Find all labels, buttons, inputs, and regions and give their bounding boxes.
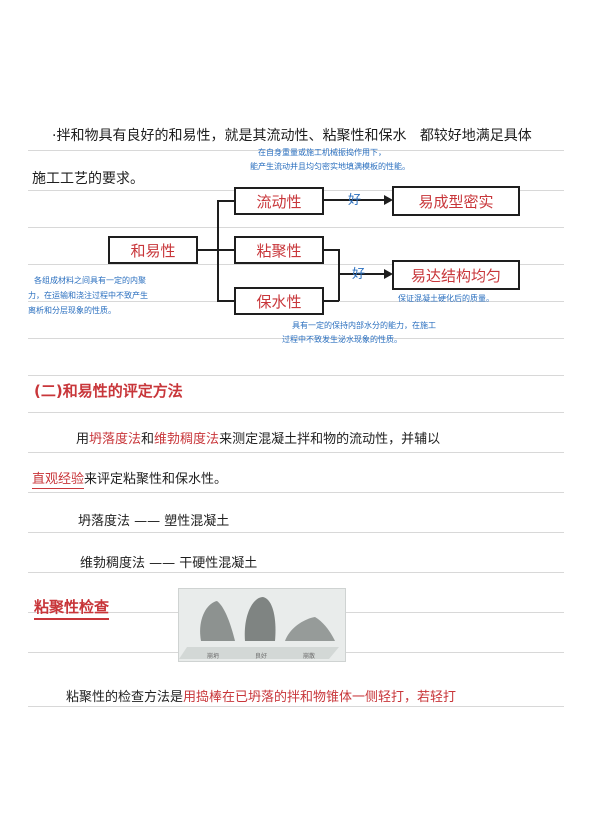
root-box-workability: 和易性 bbox=[108, 236, 198, 264]
p2-visual-experience: 直观经验 bbox=[32, 472, 85, 489]
intro-line-1: ·拌和物具有良好的和易性，就是其流动性、粘聚性和保水 都较好地满足具体 bbox=[52, 125, 532, 145]
photo-caption-3: 崩散 bbox=[303, 653, 316, 660]
result-box-dense: 易成型密实 bbox=[392, 186, 520, 216]
note-cohesion-2: 力，在运输和浇注过程中不致产生 bbox=[28, 291, 148, 300]
p1-text-c: 来测定混凝土拌和物的流动性，并辅以 bbox=[219, 432, 441, 447]
note-fluidity-2: 能产生流动并且均匀密实地填满模板的性能。 bbox=[250, 162, 410, 171]
method-item-vebe: 维勃稠度法 —— 干硬性混凝土 bbox=[80, 556, 258, 571]
note-fluidity-1: 在自身重量或施工机械振捣作用下， bbox=[258, 148, 386, 157]
method-item-slump: 坍落度法 —— 塑性混凝土 bbox=[78, 514, 230, 529]
branch-box-fluidity: 流动性 bbox=[234, 187, 324, 215]
section3-heading: 粘聚性检查 bbox=[34, 596, 110, 620]
section3-text-a: 粘聚性的检查方法是 bbox=[66, 690, 184, 705]
note-water-2: 过程中不致发生泌水现象的性质。 bbox=[282, 335, 402, 344]
connector-water-out bbox=[324, 300, 339, 302]
arrow-label-good-top: 好 bbox=[348, 193, 362, 208]
connector-root-out bbox=[198, 249, 218, 251]
connector-cohesion-out bbox=[324, 249, 339, 251]
note-cohesion-3: 离析和分层现象的性质。 bbox=[28, 306, 116, 315]
arrow-to-dense bbox=[324, 195, 393, 205]
section2-paragraph-line-1: 用坍落度法和维勃稠度法来测定混凝土拌和物的流动性，并辅以 bbox=[76, 428, 440, 447]
section3-paragraph: 粘聚性的检查方法是用捣棒在已坍落的拌和物锥体一侧轻打，若轻打 bbox=[66, 686, 456, 705]
p1-vebe-method: 维勃稠度法 bbox=[154, 432, 220, 447]
arrow-label-good-bottom: 好 bbox=[352, 267, 366, 282]
connector-right-vertical bbox=[338, 249, 340, 301]
branch-box-water-retention: 保水性 bbox=[234, 287, 324, 315]
photo-caption-1: 崩坍 bbox=[207, 653, 220, 660]
arrow-to-uniform bbox=[340, 269, 393, 279]
p1-text-b: 和 bbox=[141, 432, 155, 447]
section2-heading: (二)和易性的评定方法 bbox=[34, 382, 183, 400]
intro-line-2: 施工工艺的要求。 bbox=[32, 171, 144, 187]
note-cohesion-1: 各组成材料之间具有一定的内聚 bbox=[34, 276, 146, 285]
connector-to-fluidity bbox=[217, 200, 234, 202]
note-water-1: 具有一定的保持内部水分的能力，在施工 bbox=[292, 321, 436, 330]
slump-test-photo: 崩坍 良好 崩散 bbox=[178, 588, 346, 662]
photo-caption-2: 良好 bbox=[255, 653, 268, 660]
p2-text-b: 来评定粘聚性和保水性。 bbox=[84, 472, 228, 487]
section2-paragraph-line-2: 直观经验来评定粘聚性和保水性。 bbox=[32, 468, 228, 489]
note-result: 保证混凝土硬化后的质量。 bbox=[398, 294, 494, 303]
p1-text-a: 用 bbox=[76, 432, 90, 447]
result-box-uniform: 易达结构均匀 bbox=[392, 260, 520, 290]
connector-to-water bbox=[217, 300, 234, 302]
branch-box-cohesion: 粘聚性 bbox=[234, 236, 324, 264]
p1-slump-method: 坍落度法 bbox=[89, 432, 142, 447]
connector-vertical bbox=[217, 200, 219, 302]
connector-to-cohesion bbox=[217, 249, 234, 251]
intro-line-1-tail: 都较好地满足具体 bbox=[419, 128, 532, 144]
section3-text-red: 用捣棒在已坍落的拌和物锥体一侧轻打，若轻打 bbox=[183, 690, 457, 705]
intro-line-1-main: ·拌和物具有良好的和易性，就是其流动性、粘聚性和保水 bbox=[52, 128, 407, 144]
